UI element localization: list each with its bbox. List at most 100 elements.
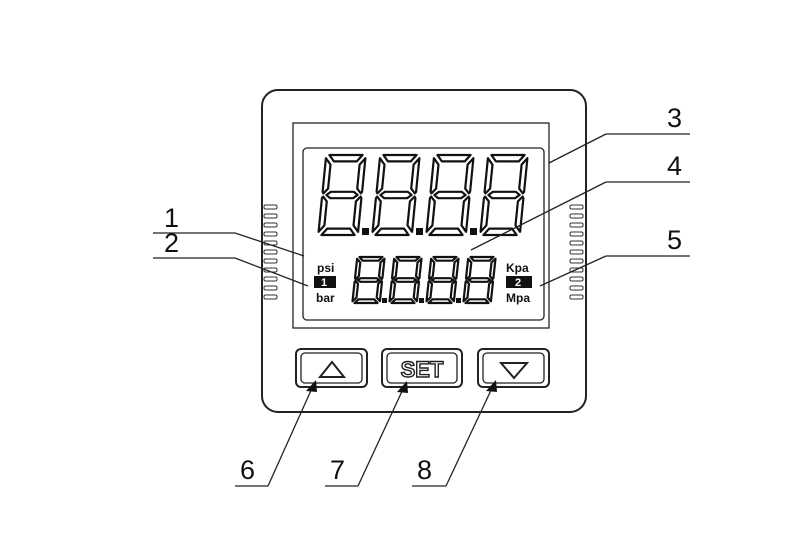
callout-4-number: 4 — [667, 151, 682, 181]
digit-segment-c — [514, 195, 525, 233]
digit-segment-g — [430, 277, 455, 283]
digit-segment-a — [469, 255, 495, 262]
unit-badge-2-label: 2 — [515, 277, 521, 289]
lcd-screen — [302, 147, 545, 321]
digit-segment-e — [317, 195, 328, 233]
digit-segment-c — [449, 279, 458, 303]
grip-ridge — [569, 258, 584, 264]
digit-segment-f — [483, 157, 494, 195]
callout-7: 7 — [325, 381, 408, 487]
triangle-up-icon — [317, 360, 347, 378]
digit-segment-b — [518, 157, 529, 195]
grip-ridge — [263, 294, 278, 300]
digit-segment-a — [382, 153, 418, 163]
digit-segment-d — [353, 298, 379, 305]
digit-segment-d — [427, 298, 453, 305]
grip-ridge — [569, 294, 584, 300]
unit-badge-1-label: 1 — [321, 277, 327, 289]
digit-segment-c — [460, 195, 471, 233]
digit-segment-b — [414, 257, 423, 281]
digit-segment-a — [436, 153, 472, 163]
decimal-point — [416, 228, 423, 235]
grip-ridge — [263, 285, 278, 291]
display-bezel — [292, 122, 550, 329]
callout-6-number: 6 — [240, 455, 255, 485]
unit-badge-1 — [314, 276, 336, 288]
digit-segment-e — [351, 279, 360, 303]
grip-ridge — [263, 231, 278, 237]
digit-segment-d — [482, 227, 518, 237]
grip-ridge — [569, 213, 584, 219]
digit-segment-g — [487, 190, 521, 200]
callout-2-number: 2 — [164, 228, 179, 258]
digit-segment-c — [406, 195, 417, 233]
up-button[interactable] — [295, 348, 368, 388]
digit-segment-g — [393, 277, 418, 283]
digit-segment-c — [375, 279, 384, 303]
grip-ridge — [569, 285, 584, 291]
digit-segment-e — [425, 279, 434, 303]
grip-ridge — [569, 204, 584, 210]
set-button[interactable]: SET — [381, 348, 463, 388]
digit-segment-g — [433, 190, 467, 200]
grip-ridge — [263, 249, 278, 255]
set-button-label: SET — [401, 357, 444, 382]
decimal-point — [419, 298, 424, 303]
digit-segment-f — [429, 157, 440, 195]
callout-8: 8 — [412, 380, 497, 487]
digit-segment-a — [432, 255, 458, 262]
decimal-point — [382, 298, 387, 303]
unit-badge-2 — [506, 276, 532, 288]
decimal-point — [362, 228, 369, 235]
grip-ridge — [569, 267, 584, 273]
unit-kpa-label: Kpa — [506, 261, 529, 275]
digit-segment-b — [451, 257, 460, 281]
digit-segment-f — [375, 157, 386, 195]
grip-ridge — [263, 276, 278, 282]
grip-ridge — [569, 222, 584, 228]
unit-mpa-label: Mpa — [506, 291, 530, 305]
grip-ridge — [569, 231, 584, 237]
device-housing — [261, 89, 587, 413]
digit-segment-f — [321, 157, 332, 195]
left-grip-ridges — [263, 204, 278, 300]
digit-segment-a — [358, 255, 384, 262]
digit-segment-e — [479, 195, 490, 233]
callout-5: 5 — [539, 225, 690, 287]
digit-segment-c — [486, 279, 495, 303]
right-grip-ridges — [569, 204, 584, 300]
digit-segment-b — [356, 157, 367, 195]
digit-segment-a — [490, 153, 526, 163]
digit-segment-b — [377, 257, 386, 281]
callout-1-number: 1 — [164, 203, 179, 233]
callout-3-number: 3 — [667, 103, 682, 133]
unit-psi-label: psi — [317, 261, 334, 275]
digit-segment-e — [388, 279, 397, 303]
digit-segment-d — [464, 298, 490, 305]
digit-segment-b — [488, 257, 497, 281]
grip-ridge — [569, 276, 584, 282]
decimal-point — [456, 298, 461, 303]
digit-segment-d — [390, 298, 416, 305]
main-display — [317, 153, 529, 237]
callout-8-number: 8 — [417, 455, 432, 485]
grip-ridge — [263, 213, 278, 219]
digit-segment-d — [320, 227, 356, 237]
callout-3: 3 — [548, 103, 690, 164]
grip-ridge — [569, 240, 584, 246]
digit-segment-c — [412, 279, 421, 303]
digit-segment-g — [467, 277, 492, 283]
down-button[interactable] — [477, 348, 550, 388]
digit-segment-f — [464, 257, 473, 281]
digit-segment-e — [425, 195, 436, 233]
digit-segment-b — [410, 157, 421, 195]
digit-segment-f — [427, 257, 436, 281]
callout-4: 4 — [470, 151, 690, 251]
digit-segment-g — [356, 277, 381, 283]
grip-ridge — [569, 249, 584, 255]
decimal-point — [470, 228, 477, 235]
digit-segment-d — [374, 227, 410, 237]
triangle-down-icon — [498, 362, 530, 380]
digit-segment-f — [353, 257, 362, 281]
